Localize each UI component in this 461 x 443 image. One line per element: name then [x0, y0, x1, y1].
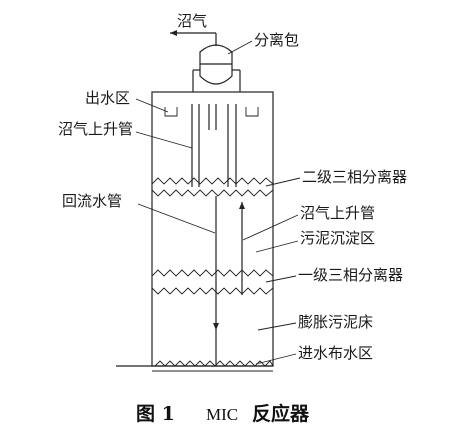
label-inlet-distribution-zone: 进水布水区 — [298, 344, 373, 362]
first-stage-separator — [151, 269, 274, 295]
label-expanded-bed: 膨胀污泥床 — [298, 313, 373, 331]
biogas-outlet-pipe — [170, 30, 217, 46]
riser-pipes — [191, 104, 237, 187]
caption-name-cjk: 反应器 — [252, 402, 310, 425]
label-riser-left: 沼气上升管 — [58, 120, 133, 138]
inlet-distribution-zone — [116, 360, 274, 372]
second-stage-separator — [151, 177, 274, 197]
label-first-stage-separator: 一级三相分离器 — [298, 266, 403, 284]
label-biogas: 沼气 — [177, 12, 207, 30]
caption-name-latin: MIC — [206, 405, 238, 424]
label-separator-pack: 分离包 — [254, 31, 299, 49]
caption-figure-number: 图 1 — [136, 403, 175, 425]
label-riser-right: 沼气上升管 — [300, 204, 375, 222]
label-second-stage-separator: 二级三相分离器 — [302, 168, 407, 186]
connecting-pipes — [192, 69, 241, 92]
label-sludge-settling-zone: 污泥沉淀区 — [300, 229, 375, 247]
label-return-pipe: 回流水管 — [62, 192, 122, 210]
label-outlet-zone: 出水区 — [85, 89, 130, 107]
reactor-vessel — [151, 91, 274, 367]
leader-lines — [135, 40, 301, 365]
separator-pack — [199, 44, 233, 85]
outlet-weirs — [164, 107, 259, 117]
